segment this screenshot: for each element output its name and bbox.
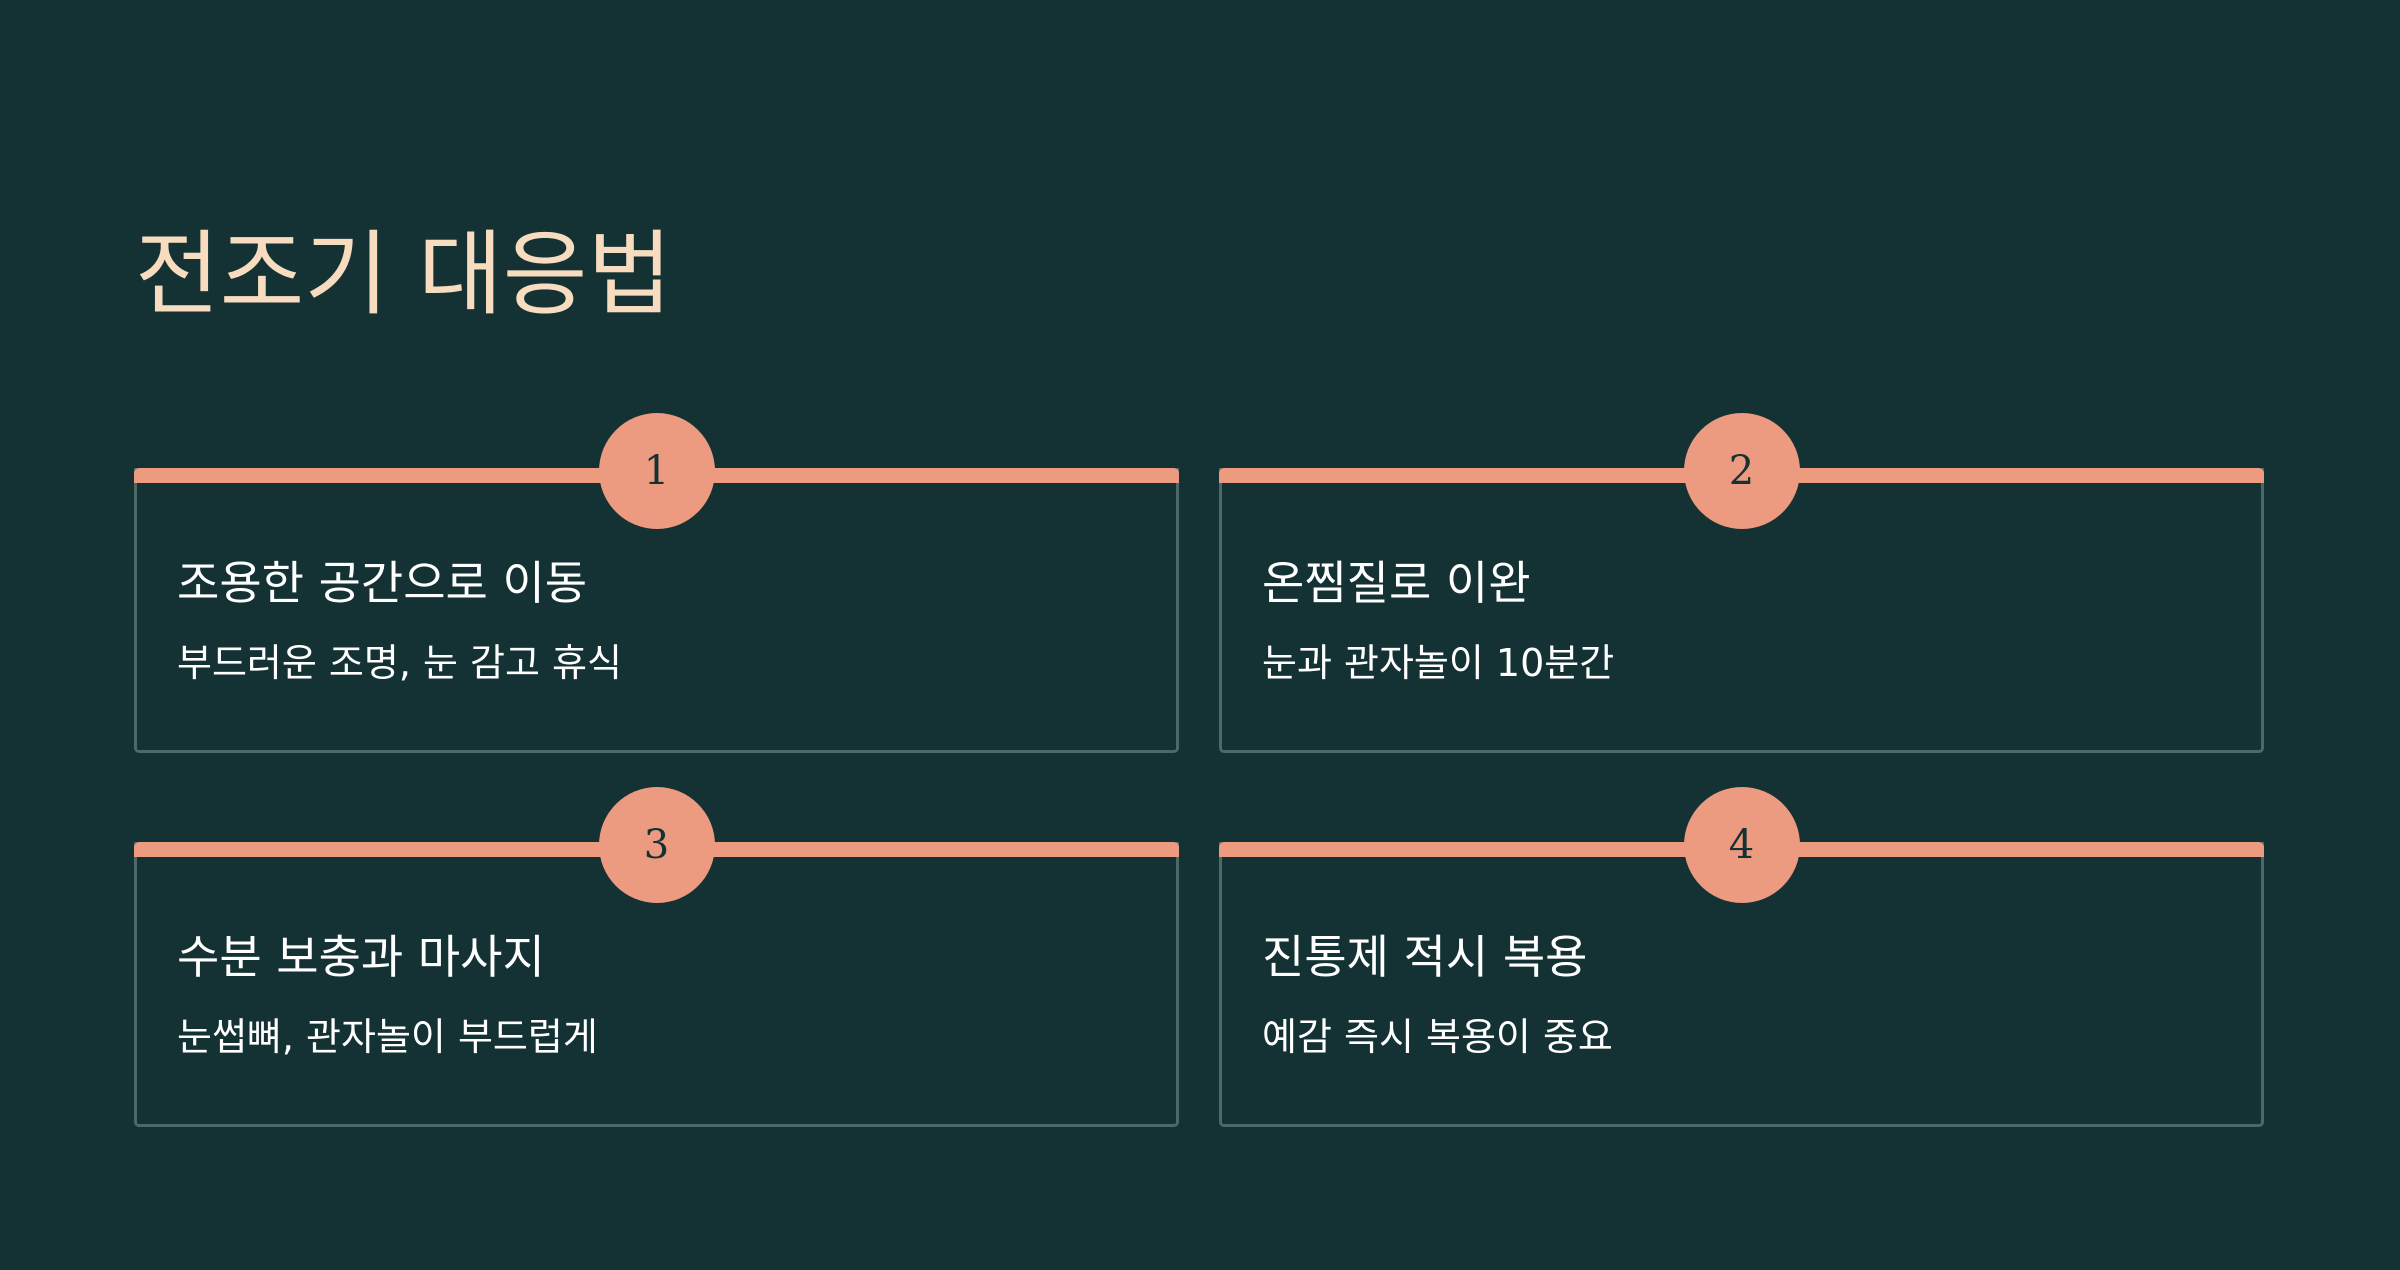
card-heading: 온찜질로 이완 bbox=[1262, 556, 1531, 610]
card-heading: 수분 보충과 마사지 bbox=[177, 930, 545, 984]
card-description: 눈썹뼈, 관자놀이 부드럽게 bbox=[177, 1015, 598, 1059]
card-description: 예감 즉시 복용이 중요 bbox=[1262, 1015, 1613, 1059]
step-number-badge: 1 bbox=[598, 413, 715, 529]
card-description: 부드러운 조명, 눈 감고 휴식 bbox=[177, 641, 622, 685]
step-card-3: 3 수분 보충과 마사지 눈썹뼈, 관자놀이 부드럽게 bbox=[134, 787, 1179, 1127]
page-title: 전조기 대응법 bbox=[135, 221, 673, 328]
step-number-badge: 3 bbox=[598, 787, 715, 903]
card-heading: 진통제 적시 복용 bbox=[1262, 930, 1588, 984]
step-card-1: 1 조용한 공간으로 이동 부드러운 조명, 눈 감고 휴식 bbox=[134, 413, 1179, 753]
step-card-2: 2 온찜질로 이완 눈과 관자놀이 10분간 bbox=[1219, 413, 2264, 753]
step-card-4: 4 진통제 적시 복용 예감 즉시 복용이 중요 bbox=[1219, 787, 2264, 1127]
step-number-badge: 2 bbox=[1683, 413, 1800, 529]
card-heading: 조용한 공간으로 이동 bbox=[177, 556, 588, 610]
step-number-badge: 4 bbox=[1683, 787, 1800, 903]
card-description: 눈과 관자놀이 10분간 bbox=[1262, 641, 1615, 685]
